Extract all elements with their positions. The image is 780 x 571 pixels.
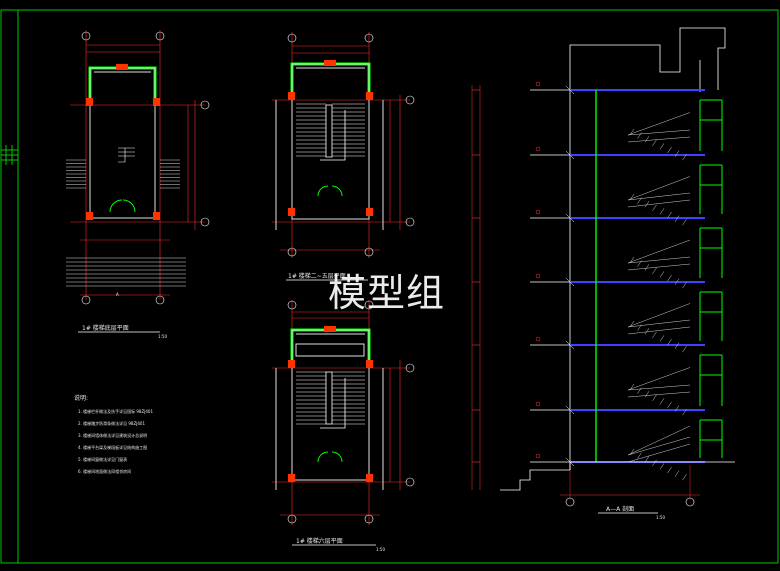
design-notes: 说明: 1. 楼梯栏杆做法及扶手详见国标 98ZJ401 2. 楼梯踏步防滑条做…	[74, 394, 153, 474]
top-floor-stair-plan: 1# 楼梯六层平面 1:50	[272, 300, 415, 552]
typical-floor-plan-title: 1# 楼梯二~五层平面	[288, 272, 346, 280]
notes-heading: 说明:	[74, 394, 88, 402]
top-floor-plan-scale: 1:50	[376, 547, 385, 552]
typical-floor-stair-plan: 1# 楼梯二~五层平面	[272, 32, 415, 281]
section-scale: 1:50	[656, 515, 665, 520]
top-floor-plan-title: 1# 楼梯六层平面	[296, 537, 343, 545]
first-floor-plan-scale: 1:50	[158, 334, 167, 339]
watermark-text: 模型组	[328, 271, 446, 315]
note-line: 4. 楼梯平台梁及梯段板详见结构施工图	[78, 444, 147, 450]
note-line: 3. 楼梯间墙体做法详见建筑设计总说明	[78, 432, 147, 438]
svg-text:A: A	[116, 292, 119, 297]
note-line: 1. 楼梯栏杆做法及扶手详见国标 98ZJ401	[78, 408, 153, 414]
first-floor-stair-plan: A 1# 楼梯底层平面 1:50	[66, 30, 210, 339]
note-line: 5. 楼梯间窗做法详见门窗表	[78, 456, 127, 462]
note-line: 2. 楼梯踏步防滑条做法详见 98ZJ401	[78, 420, 145, 426]
first-floor-plan-title: 1# 楼梯底层平面	[82, 324, 129, 332]
note-line: 6. 楼梯间地面做法同相邻房间	[78, 468, 131, 474]
sheet-frame	[0, 9, 779, 564]
stair-section-a-a: A—A 剖面 1:50	[471, 27, 735, 520]
section-title: A—A 剖面	[606, 505, 634, 513]
